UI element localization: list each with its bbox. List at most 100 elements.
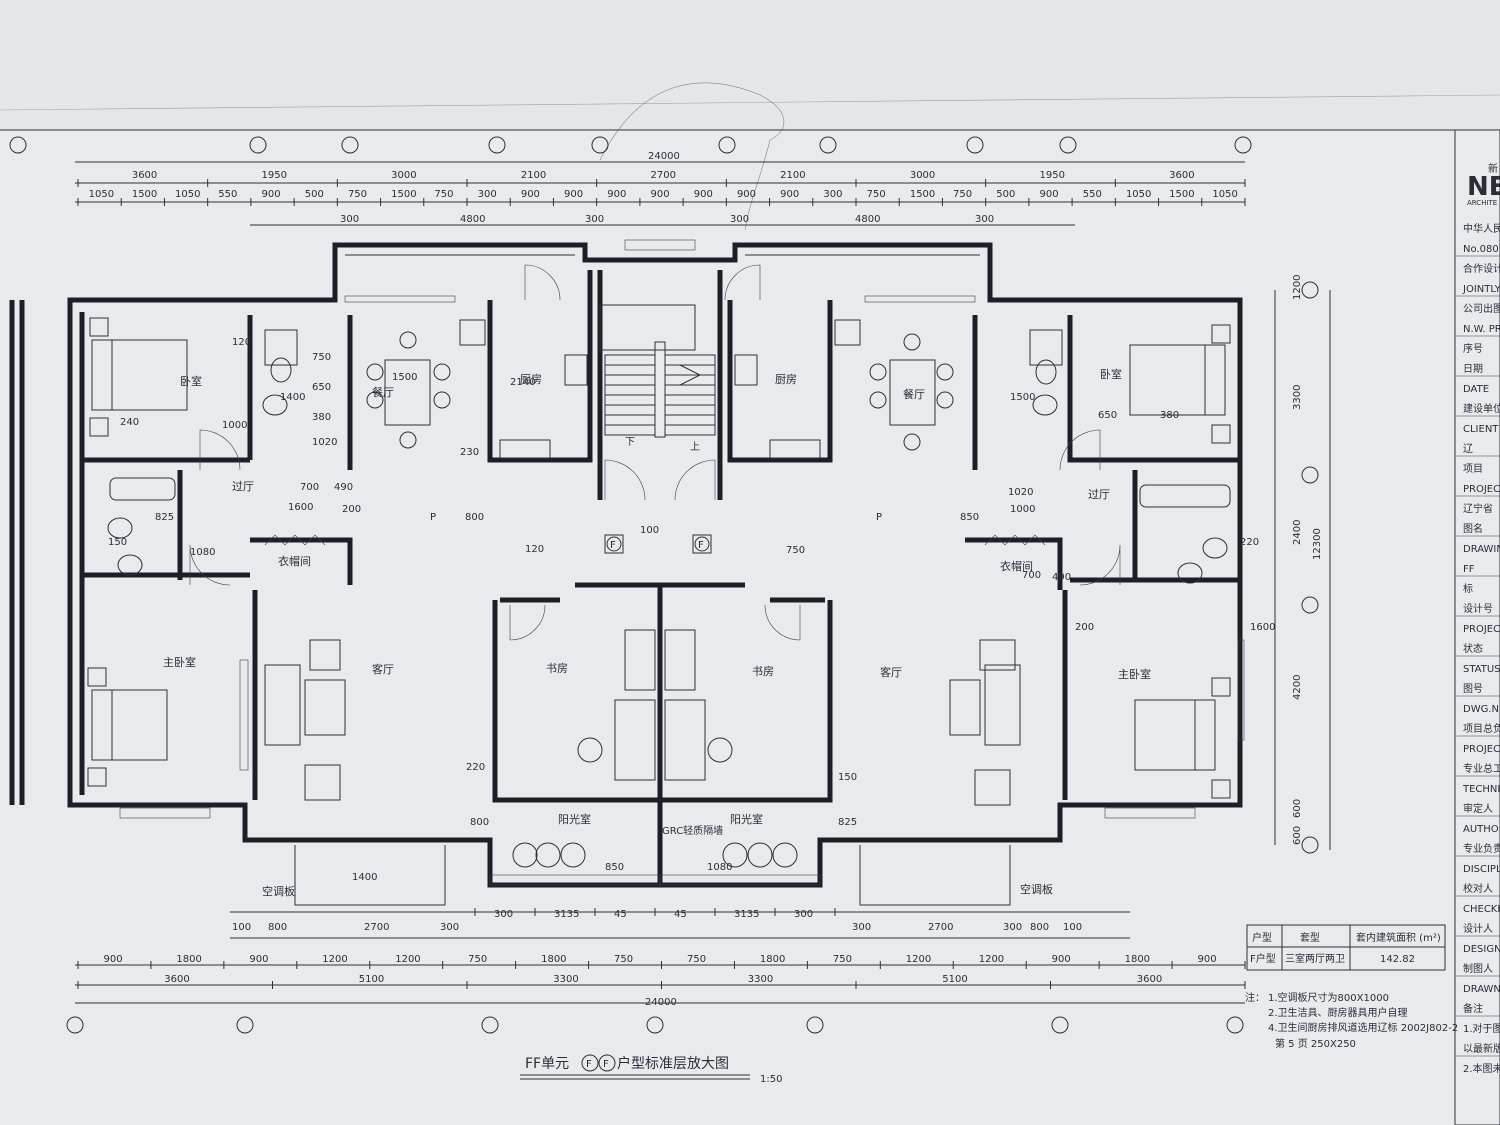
title-block-row: 设计人	[1463, 922, 1493, 935]
dimension-right-text: 2400	[1292, 520, 1303, 545]
room-label-dining-left: 餐厅	[372, 385, 394, 399]
local-dimension-text: 1400	[352, 872, 377, 883]
dimension-bottom-row3-text: 750	[687, 954, 706, 965]
title-block-row: 审定人	[1463, 802, 1493, 815]
dimension-bottom-row1-text: 45	[674, 909, 687, 920]
local-dimension-text: 490	[1052, 572, 1071, 583]
dimension-bottom-row3-text: 900	[103, 954, 122, 965]
title-block: NE 新 ARCHITE 中华人民No.080508-a合作设计单位JOINTL…	[1454, 129, 1500, 1125]
table-cell-area: 142.82	[1380, 954, 1415, 965]
room-label-kitchen-right: 厨房	[775, 373, 797, 386]
dimension-bottom-row3-text: 750	[833, 954, 852, 965]
local-dimension-text: 490	[334, 482, 353, 493]
local-dimension-text: 1020	[312, 437, 337, 448]
dimension-bottom-row3-text: 900	[1198, 954, 1217, 965]
title-block-row: 状态	[1463, 642, 1483, 655]
dimension-top-row2-text: 1500	[910, 189, 935, 200]
interior-walls	[82, 270, 1240, 885]
dimension-top-row2-text: 1500	[132, 189, 157, 200]
dimension-top-row2-text: 900	[651, 189, 670, 200]
dimension-top-row2-text: 1050	[1126, 189, 1151, 200]
local-dimension-text: 825	[155, 512, 174, 523]
title-block-row: DISCIPLINE RESPONS	[1463, 864, 1500, 875]
axis-bubbles-bottom	[66, 1016, 1244, 1034]
dimension-bottom-row1-text: 45	[614, 909, 627, 920]
room-label-hall-right: 过厅	[1088, 488, 1110, 501]
local-dimension-text: 850	[605, 862, 624, 873]
dimension-bottom-row3-text: 1800	[760, 954, 785, 965]
dimension-bottom-row2-text: 300	[440, 922, 459, 933]
dimension-top-row2-text: 1500	[391, 189, 416, 200]
dimension-bottom-row1-text: 300	[494, 909, 513, 920]
dimension-bottom-row4-text: 5100	[942, 974, 967, 985]
wardrobes	[264, 534, 1046, 546]
local-dimension-text: 150	[838, 772, 857, 783]
local-dimension-text: 850	[960, 512, 979, 523]
dimension-top-row2-text: 900	[607, 189, 626, 200]
title-block-row: PROJECT NO.	[1463, 624, 1500, 635]
dimension-top-row2-text: 550	[218, 189, 237, 200]
dimension-top-row2-text: 750	[953, 189, 972, 200]
title-block-row: 1.对于图纸	[1463, 1022, 1500, 1035]
local-dimension-text: 2140	[510, 377, 535, 388]
local-dimension-text: 220	[466, 762, 485, 773]
room-label-ac-left: 空调板	[262, 884, 295, 898]
dimension-top-row1-text: 2100	[521, 170, 546, 181]
dimension-top-row1-text: 3600	[132, 170, 157, 181]
dimension-top-row1-text: 3000	[910, 170, 935, 181]
dimension-bottom-row1-text: 3135	[734, 909, 759, 920]
title-block-row: 公司出图章	[1463, 302, 1500, 315]
dimension-right-text: 600	[1292, 799, 1303, 818]
room-label-cloak-left: 衣帽间	[278, 554, 311, 568]
local-dimension-text: 750	[312, 352, 331, 363]
local-dimension-text: 240	[120, 417, 139, 428]
local-dimension-text: 380	[1160, 410, 1179, 421]
dimension-bottom-row1-text: 300	[794, 909, 813, 920]
dimension-top-row2-text: 1050	[1212, 189, 1237, 200]
dimension-right-total: 12300	[1312, 528, 1323, 560]
room-label-cloak-right: 衣帽间	[1000, 559, 1033, 573]
dimension-top-row1-text: 1950	[1040, 170, 1065, 181]
dimension-right-text: 4200	[1292, 675, 1303, 700]
title-block-row: DWG.NO.	[1463, 704, 1500, 715]
dimension-top-row2-text: 1500	[1169, 189, 1194, 200]
note-line-3: 4.卫生间厨房排风道选用辽标 2002J802-2	[1268, 1021, 1458, 1034]
exterior-walls	[9, 242, 1243, 888]
dimension-top-row2-text: 300	[823, 189, 842, 200]
ac-boards	[294, 845, 1011, 906]
local-dimension-text: 230	[460, 447, 479, 458]
local-dimension-text: 1500	[392, 372, 417, 383]
dimension-top-row2-text: 550	[1083, 189, 1102, 200]
room-label-sunroom-right: 阳光室	[730, 812, 763, 826]
local-dimension-text: 1600	[1250, 622, 1275, 633]
local-dimension-text: 700	[1022, 570, 1041, 581]
title-block-row: 合作设计单位	[1463, 262, 1500, 275]
axis-bubbles-right	[1301, 281, 1319, 854]
title-block-row: DESIGNED BY	[1463, 944, 1500, 955]
title-block-row: N.W. PROJECT	[1463, 324, 1500, 335]
drawing-title-circle-mark-2: F	[603, 1059, 609, 1070]
dimension-bottom-row3-text: 900	[1052, 954, 1071, 965]
sunroom-plants	[512, 842, 798, 868]
dimension-bottom-row2-text: 800	[268, 922, 287, 933]
dimension-top-row2-text: 900	[694, 189, 713, 200]
local-dimension-text: 200	[1075, 622, 1094, 633]
local-dimension-text: 200	[342, 504, 361, 515]
local-dimension-text: 800	[465, 512, 484, 523]
dimension-top-row3-text: 4800	[460, 214, 485, 225]
dimension-top-row1-text: 2700	[651, 170, 676, 181]
title-block-row: 以最新版	[1463, 1042, 1500, 1055]
drawing-title-circle-mark: F	[586, 1059, 592, 1070]
room-label-living-left: 客厅	[372, 662, 394, 676]
table-cell-type: F户型	[1250, 952, 1276, 965]
stair-up-label: 上	[690, 441, 700, 453]
dimension-right-text: 1200	[1292, 275, 1303, 300]
